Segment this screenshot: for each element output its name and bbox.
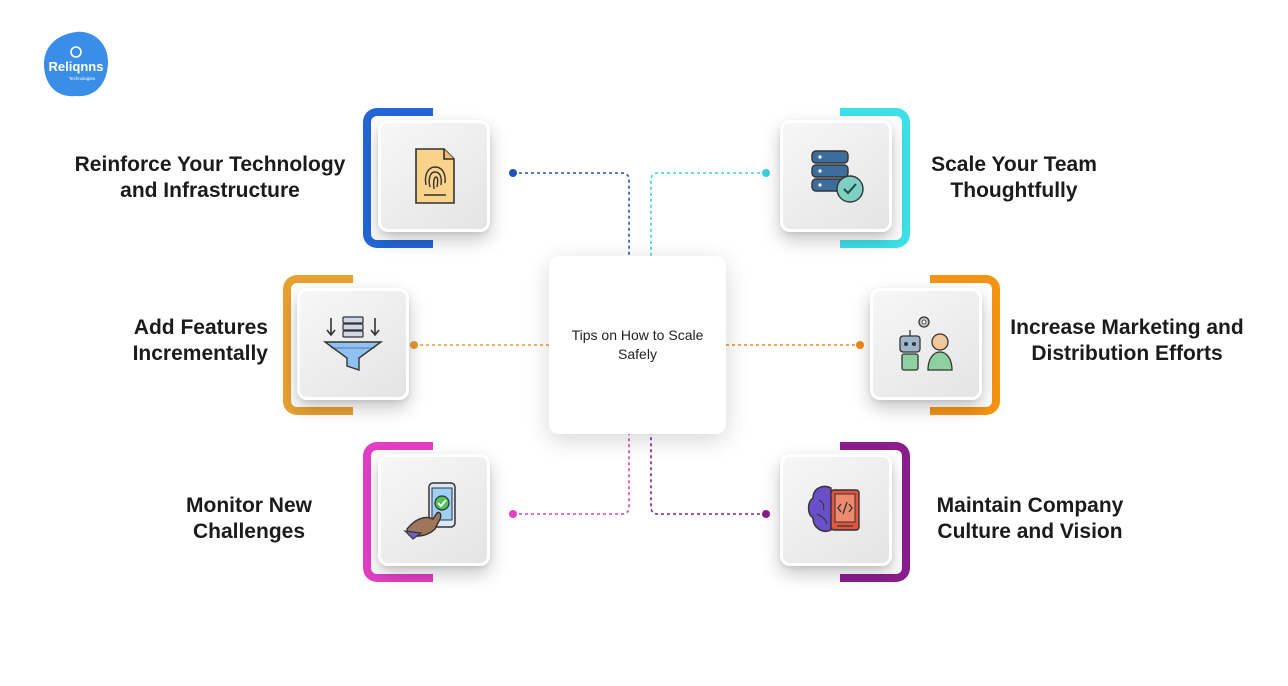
brand-logo: Reliqnns Technologies <box>44 31 108 97</box>
tip-team-card <box>780 120 892 232</box>
bracket-team <box>840 108 910 248</box>
bracket-monitor <box>363 442 433 582</box>
fingerprint-document-icon <box>415 148 455 204</box>
brain-code-icon <box>807 485 860 532</box>
logo-wordmark: Reliqnns <box>49 59 104 74</box>
center-card: Tips on How to Scale Safely <box>549 256 726 434</box>
bracket-features <box>283 275 353 415</box>
connector-team <box>650 172 766 256</box>
bracket-tech <box>363 108 433 248</box>
mobile-check-icon <box>403 482 456 540</box>
tip-marketing-card <box>870 288 982 400</box>
bracket-culture <box>840 442 910 582</box>
center-title: Tips on How to Scale Safely <box>571 327 704 362</box>
logo-tagline: Technologies <box>69 76 96 81</box>
connector-tech <box>513 172 630 256</box>
tip-tech-label: Reinforce Your Technology and Infrastruc… <box>74 153 346 202</box>
tip-team-label: Scale Your Team Thoughtfully <box>931 153 1097 202</box>
tip-culture-label: Maintain Company Culture and Vision <box>936 494 1124 543</box>
connector-culture <box>650 434 766 515</box>
tip-monitor-label: Monitor New Challenges <box>186 494 312 543</box>
data-funnel-icon <box>322 316 384 371</box>
tip-features-card <box>297 288 409 400</box>
database-check-icon <box>811 150 864 203</box>
robot-person-icon <box>899 316 953 371</box>
tip-tech-card <box>378 120 490 232</box>
tip-marketing-label: Increase Marketing and Distribution Effo… <box>1010 316 1244 365</box>
bracket-marketing <box>930 275 1000 415</box>
tip-monitor-card <box>378 454 490 566</box>
connector-monitor <box>513 434 630 515</box>
tip-features-label: Add Features Incrementally <box>132 316 268 365</box>
tip-culture-card <box>780 454 892 566</box>
